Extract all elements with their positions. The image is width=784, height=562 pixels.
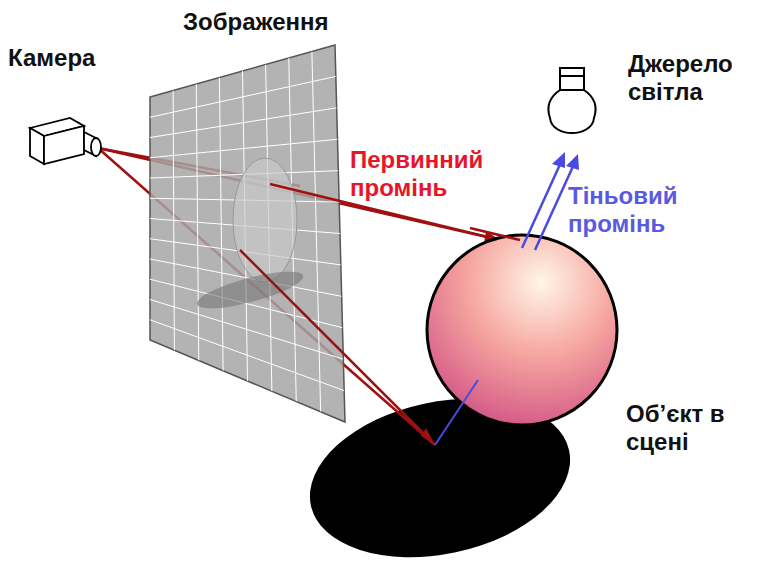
- image-plane: [150, 45, 345, 422]
- primary-ray-label: Первинний промінь: [350, 146, 510, 202]
- object-label-text: Об’єкт в сцені: [626, 400, 725, 455]
- light-bulb: [548, 68, 595, 133]
- object-label: Об’єкт в сцені: [626, 400, 766, 456]
- shadow-ray-label-text: Тіньовий промінь: [568, 182, 678, 237]
- light-source-label: Джерело світла: [628, 50, 778, 106]
- camera-label-text: Камера: [8, 44, 95, 71]
- camera: [30, 118, 101, 164]
- light-source-label-text: Джерело світла: [628, 50, 733, 105]
- camera-label: Камера: [8, 44, 138, 72]
- shadow-ray-label: Тіньовий промінь: [568, 182, 718, 238]
- primary-ray-label-text: Первинний промінь: [350, 146, 483, 201]
- image-label: Зображення: [183, 8, 383, 36]
- sphere: [427, 235, 617, 425]
- primary-ray: [470, 228, 520, 240]
- arrowhead: [421, 428, 435, 445]
- image-label-text: Зображення: [183, 8, 329, 35]
- shadow-rays: [435, 152, 579, 445]
